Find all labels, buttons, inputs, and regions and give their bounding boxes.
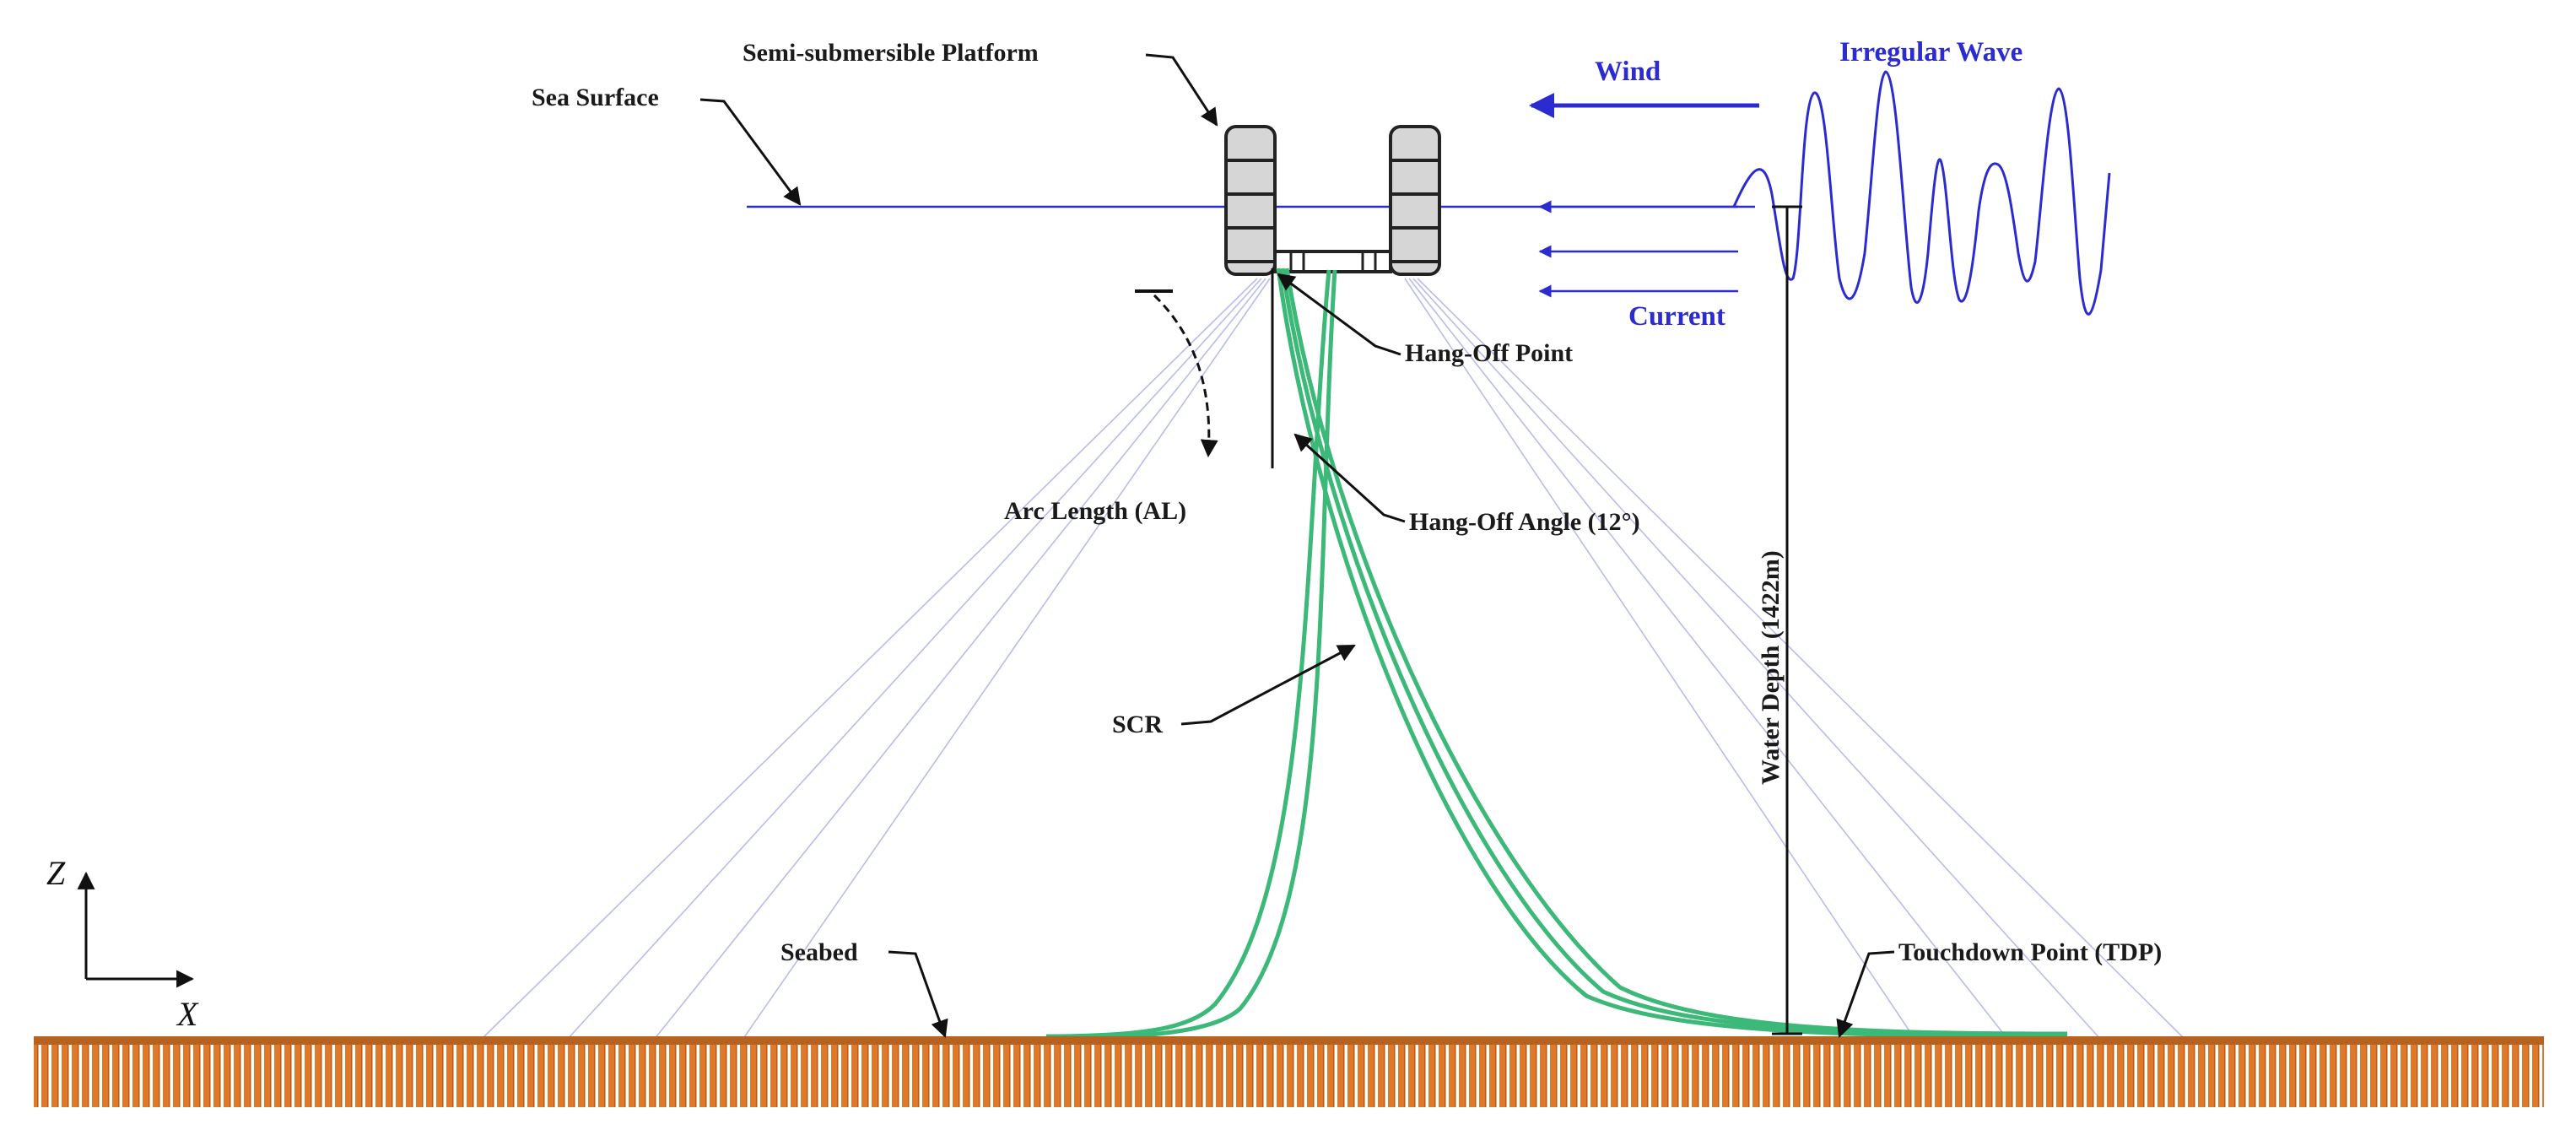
- mooring-lines: [480, 278, 2186, 1041]
- seabed-label: Seabed: [780, 938, 858, 966]
- platform-label: Semi-submersible Platform: [743, 39, 1039, 67]
- coordinate-axes: [77, 871, 195, 988]
- sea-surface-label: Sea Surface: [532, 84, 659, 111]
- hang-off-point-leader: [1277, 273, 1401, 356]
- tdp-label: Touchdown Point (TDP): [1898, 938, 2162, 966]
- arc-length-label: Arc Length (AL): [1004, 497, 1186, 525]
- water-depth-label: Water Depth (1422m): [1757, 550, 1785, 785]
- irregular-wave-label: Irregular Wave: [1839, 37, 2022, 68]
- hang-off-angle-leader: [1293, 433, 1406, 523]
- tdp-leader: [1836, 950, 1895, 1038]
- current-arrows: [1538, 200, 1738, 298]
- axis-x-label: X: [176, 995, 199, 1033]
- scr-riser: [1045, 268, 2068, 1041]
- current-label: Current: [1628, 301, 1725, 332]
- hang-off-angle-label: Hang-Off Angle (12°): [1409, 508, 1640, 536]
- axis-z-label: Z: [46, 854, 66, 892]
- seabed-leader: [888, 950, 948, 1038]
- platform-leader: [1145, 53, 1218, 127]
- sea-surface-leader: [699, 98, 802, 206]
- seabed: [34, 1036, 2544, 1107]
- scr-label: SCR: [1112, 711, 1163, 738]
- arc-length-indicator: [1135, 289, 1218, 458]
- hang-off-point-label: Hang-Off Point: [1405, 339, 1573, 367]
- wind-label: Wind: [1595, 57, 1661, 87]
- semi-submersible-platform: [1224, 125, 1441, 276]
- irregular-wave: [1732, 70, 2111, 316]
- scr-leader: [1180, 644, 1356, 726]
